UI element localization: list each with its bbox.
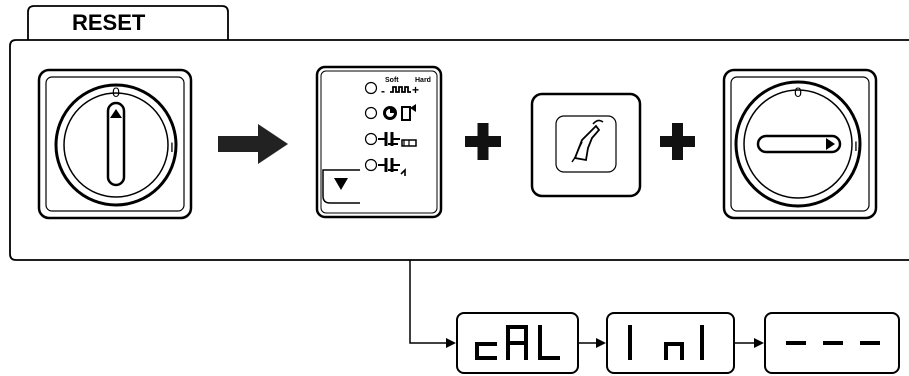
led-3 (364, 132, 378, 146)
main-frame (9, 39, 909, 261)
triangle-down-icon (334, 178, 348, 190)
plus-icon-2 (660, 123, 695, 160)
led-1 (364, 81, 378, 95)
minus-label: - (381, 84, 385, 98)
torch-trigger-button (530, 92, 642, 198)
reset-tab (27, 5, 229, 40)
welding-torch-icon (571, 119, 604, 163)
display-ini: Ini (606, 312, 735, 374)
timer-icon (383, 106, 397, 120)
operator-panel: Soft Hard - + (315, 65, 443, 219)
select-down-button[interactable] (322, 169, 360, 204)
main-switch-on: 0 I (722, 68, 878, 220)
display-dashes: --- (764, 312, 900, 374)
four-step-mode-icon (378, 158, 406, 176)
switch-on-label: I (170, 139, 174, 155)
gas-bottle-icon (401, 104, 416, 121)
pointer-up-icon (110, 109, 122, 118)
switch-off-label: 0 (112, 84, 120, 100)
pointer-right-icon (826, 138, 835, 150)
soft-label: Soft (385, 77, 399, 84)
switch-off-label-2: 0 (794, 84, 802, 100)
switch-on-label-2: I (854, 138, 858, 154)
plus-label: + (412, 83, 419, 97)
two-step-mode-icon (378, 132, 417, 147)
sequence-connector (409, 260, 764, 348)
main-switch-off: 0 I (37, 68, 193, 220)
hard-label: Hard (415, 77, 431, 84)
led-4 (364, 158, 378, 172)
arrow-right-icon (218, 124, 288, 164)
reset-tab-title: RESET (72, 10, 146, 35)
arc-dynamics-icon (390, 86, 411, 93)
led-2 (364, 106, 378, 120)
display-cal: cAL (456, 312, 579, 374)
plus-icon (465, 123, 501, 160)
